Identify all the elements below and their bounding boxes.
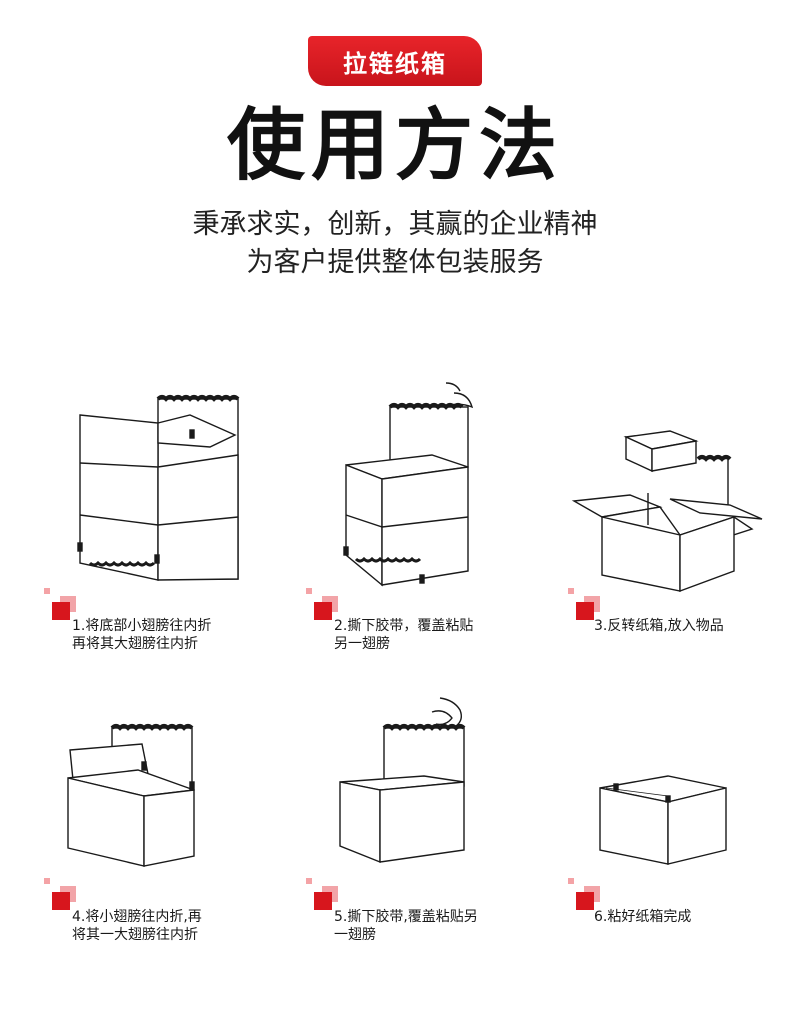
step-4-marker (44, 878, 76, 910)
step-5-caption: 5.撕下胶带,覆盖粘贴另 一翅膀 (334, 909, 478, 943)
box-fold-flaps-illustration (67, 724, 195, 867)
box-tape-seal-illustration (339, 697, 466, 864)
step-6-caption: 6.粘好纸箱完成 (594, 909, 692, 925)
step-3: 3.反转纸箱,放入物品 (564, 425, 790, 665)
step-5: 5.撕下胶带,覆盖粘贴另 一翅膀 (302, 690, 552, 950)
subtitle-line-2: 为客户提供整体包装服务 (246, 247, 544, 278)
step-6: 6.粘好纸箱完成 (564, 770, 790, 950)
step-4: 4.将小翅膀往内折,再 将其一大翅膀往内折 (40, 720, 290, 950)
page-title: 使用方法 (226, 101, 563, 191)
step-3-marker (568, 588, 600, 620)
box-sealed-illustration (599, 775, 727, 865)
box-tape-peel-illustration (343, 382, 474, 587)
page-subtitle: 秉承求实，创新，其赢的企业精神 为客户提供整体包装服务 (0, 206, 790, 282)
step-5-marker (306, 878, 338, 910)
box-flipped-insert-item-illustration (571, 430, 763, 593)
subtitle-line-1: 秉承求实，创新，其赢的企业精神 (192, 209, 598, 240)
category-badge: 拉链纸箱 (308, 36, 482, 86)
step-1: 1.将底部小翅膀往内折 再将其大翅膀往内折 (40, 385, 290, 665)
step-6-marker (568, 878, 600, 910)
step-1-caption: 1.将底部小翅膀往内折 再将其大翅膀往内折 (72, 618, 212, 652)
step-1-marker (44, 588, 76, 620)
box-open-flaps-illustration (77, 395, 240, 581)
step-3-caption: 3.反转纸箱,放入物品 (594, 618, 724, 634)
step-2-marker (306, 588, 338, 620)
step-2: 2.撕下胶带，覆盖粘贴 另一翅膀 (302, 375, 552, 665)
step-2-caption: 2.撕下胶带，覆盖粘贴 另一翅膀 (334, 618, 474, 652)
step-4-caption: 4.将小翅膀往内折,再 将其一大翅膀往内折 (72, 909, 202, 943)
